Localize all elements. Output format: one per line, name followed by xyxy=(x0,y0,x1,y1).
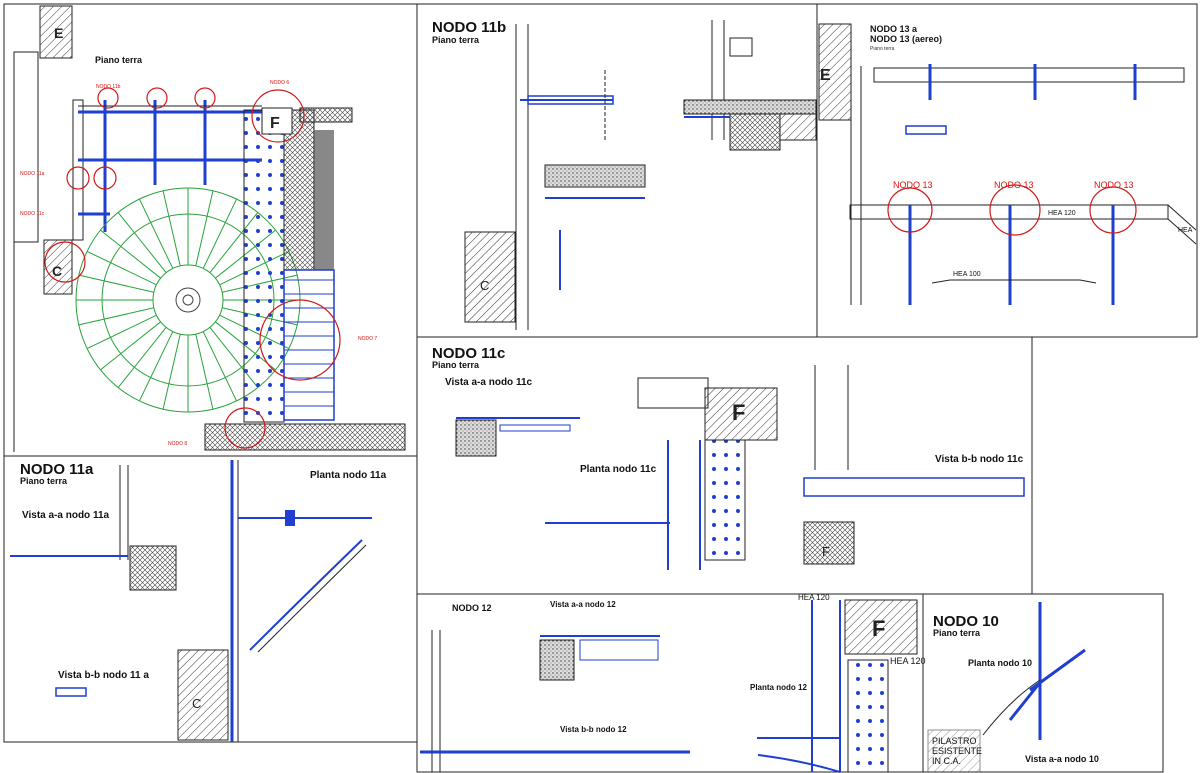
plan-panel: Piano terra E C xyxy=(3,3,418,457)
nodo-13-subtitle: Piano terra xyxy=(870,46,895,52)
nodo-12-title: NODO 12 xyxy=(452,603,492,613)
plan-node-11b: NODO 11b xyxy=(96,84,121,90)
nodo-11a-panel: NODO 11a Piano terra Vista a-a nodo 11a … xyxy=(3,455,418,743)
plan-column-f: F xyxy=(270,115,280,132)
nodo-12-view-bb: Vista b-b nodo 12 xyxy=(560,725,627,734)
nodo-10-pillar-l1: PILASTRO xyxy=(932,736,977,746)
nodo-10-plan-title: Planta nodo 10 xyxy=(968,658,1032,668)
nodo-10-title: NODO 10 xyxy=(933,613,999,630)
nodo-11a-pillar-c: C xyxy=(192,696,201,711)
stair-tread xyxy=(162,190,181,266)
plan-steps xyxy=(284,279,334,407)
stair-tread xyxy=(138,198,174,269)
nodo-12-panel: NODO 12 Vista a-a nodo 12 Planta nodo 12… xyxy=(416,593,926,773)
nodo-11b-subtitle: Piano terra xyxy=(432,35,480,45)
nodo-11c-pillar-f2: F xyxy=(822,544,830,559)
nodo-10-pillar-l3: IN C.A. xyxy=(932,756,961,766)
nodo-10-panel: NODO 10 Piano terra Planta nodo 10 PILAS… xyxy=(922,593,1164,773)
stair-tread xyxy=(195,190,214,266)
nodo-11a-plan-title: Planta nodo 11a xyxy=(310,470,387,481)
plan-beam-grid xyxy=(78,100,262,232)
stair-tread xyxy=(78,274,154,293)
nodo-10-subtitle: Piano terra xyxy=(933,628,981,638)
nodo-12-beam: HEA 120 xyxy=(890,656,926,666)
nodo-13-marker-3: NODO 13 xyxy=(1094,180,1134,190)
plan-label: Piano terra xyxy=(95,55,143,65)
nodo-13-title-a: NODO 13 a xyxy=(870,24,918,34)
plan-node-7: NODO 7 xyxy=(358,336,377,342)
nodo-11c-title: NODO 11c xyxy=(432,345,505,362)
plan-column-e: E xyxy=(54,25,63,41)
nodo-11c-subtitle: Piano terra xyxy=(432,360,480,370)
stair-tread xyxy=(86,314,157,350)
nodo-11c-panel: NODO 11c Piano terra Vista a-a nodo 11c … xyxy=(416,336,1033,595)
nodo-13-marker-2: NODO 13 xyxy=(994,180,1034,190)
nodo-11b-panel: NODO 11b Piano terra C xyxy=(416,3,818,338)
nodo-11c-view-bb: Vista b-b nodo 11c xyxy=(935,454,1024,465)
nodo-13-title-b: NODO 13 (aereo) xyxy=(870,34,942,44)
nodo-12-plan-title: Planta nodo 12 xyxy=(750,683,807,692)
nodo-13-pillar-e: E xyxy=(820,67,831,84)
nodo-11a-title: NODO 11a xyxy=(20,461,94,478)
nodo-10-view-aa: Vista a-a nodo 10 xyxy=(1025,754,1099,764)
nodo-13-panel: E NODO 13 a NODO 13 (aereo) Piano terra … xyxy=(816,3,1198,338)
stair-tread xyxy=(138,331,174,402)
nodo-11c-view-aa: Vista a-a nodo 11c xyxy=(445,377,533,388)
stair-tread xyxy=(117,327,167,388)
plan-node-8: NODO 8 xyxy=(168,441,187,447)
nodo-12-beam-top: HEA 120 xyxy=(798,593,830,602)
plan-node-6: NODO 6 xyxy=(270,80,289,86)
nodo-11a-view-aa: Vista a-a nodo 11a xyxy=(22,510,110,521)
nodo-11a-subtitle: Piano terra xyxy=(20,476,68,486)
nodo-11b-title: NODO 11b xyxy=(432,19,506,36)
nodo-13-beam-right: HEA xyxy=(1178,227,1193,234)
nodo-11c-pillar-f: F xyxy=(732,400,745,425)
plan-node-11c: NODO 11c xyxy=(20,211,45,217)
stair-tread xyxy=(86,250,157,286)
nodo-13-beam-top: HEA 120 xyxy=(1048,210,1076,217)
plan-node-markers xyxy=(44,87,341,449)
stair-tread xyxy=(202,198,238,269)
plan-node-11a: NODO 11a xyxy=(20,171,45,177)
nodo-12-pillar-f: F xyxy=(872,616,885,641)
stair-tread xyxy=(117,212,167,273)
nodo-10-pillar-l2: ESISTENTE xyxy=(932,746,982,756)
nodo-12-view-aa: Vista a-a nodo 12 xyxy=(550,600,616,609)
plan-column-c: C xyxy=(52,263,62,279)
stair-tread xyxy=(100,229,161,279)
stair-tread xyxy=(162,334,181,410)
nodo-11c-plan-title: Planta nodo 11c xyxy=(580,464,657,475)
stair-tread xyxy=(195,334,214,410)
stair-tread xyxy=(202,331,238,402)
nodo-13-marker-1: NODO 13 xyxy=(893,180,933,190)
nodo-13-beam-bottom: HEA 100 xyxy=(953,271,981,278)
nodo-11b-pillar-c: C xyxy=(480,278,489,293)
stair-tread xyxy=(100,321,161,371)
nodo-11a-view-bb: Vista b-b nodo 11 a xyxy=(58,670,149,681)
stair-tread xyxy=(78,307,154,326)
